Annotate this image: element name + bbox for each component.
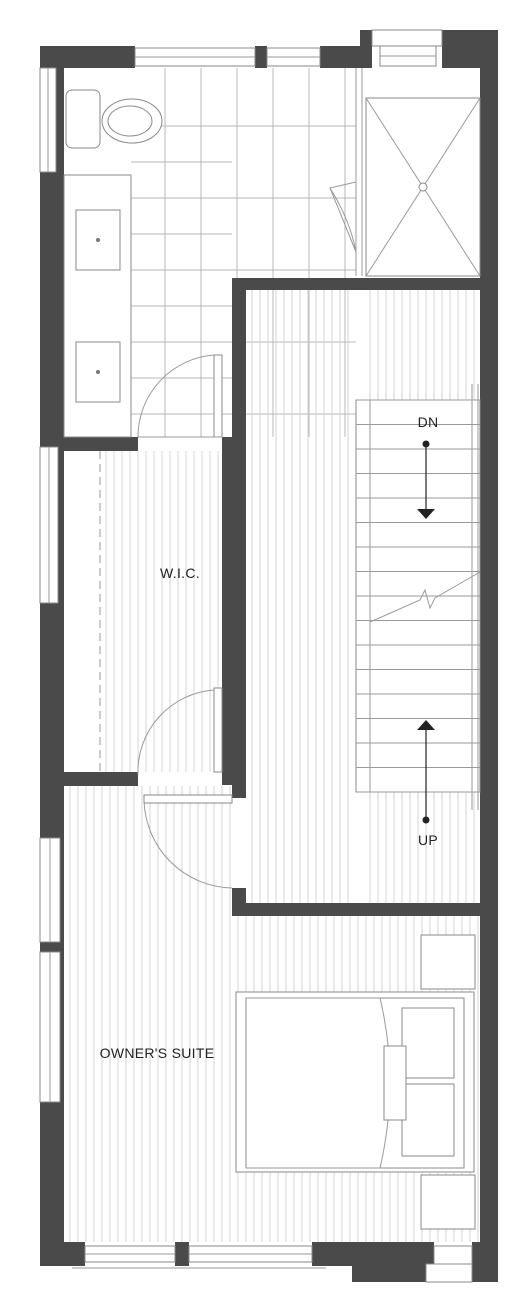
stair-up-arrow xyxy=(417,720,435,824)
bathroom-tile-floor xyxy=(131,68,356,437)
room-label-wic: W.I.C. xyxy=(160,565,200,581)
nightstand-top xyxy=(420,934,476,990)
wic-door xyxy=(137,687,223,776)
bedroom-furniture xyxy=(235,934,476,1230)
bathroom-fixtures xyxy=(63,68,481,438)
staircase xyxy=(355,384,481,824)
shower-icon xyxy=(355,68,481,277)
windows xyxy=(39,29,473,1283)
nightstand-bottom xyxy=(420,1174,476,1230)
stair-down-arrow xyxy=(417,440,435,519)
room-label-owners-suite: OWNER'S SUITE xyxy=(100,1045,215,1061)
stair-label-down: DN xyxy=(418,414,439,430)
suite-door xyxy=(143,794,233,889)
stair-label-up: UP xyxy=(418,832,438,848)
toilet-icon xyxy=(65,89,163,149)
doors xyxy=(137,354,233,889)
bathroom-door xyxy=(137,354,223,438)
shower-door-swing xyxy=(329,181,357,253)
bed-icon xyxy=(235,991,475,1173)
vanity-counter xyxy=(63,174,132,438)
